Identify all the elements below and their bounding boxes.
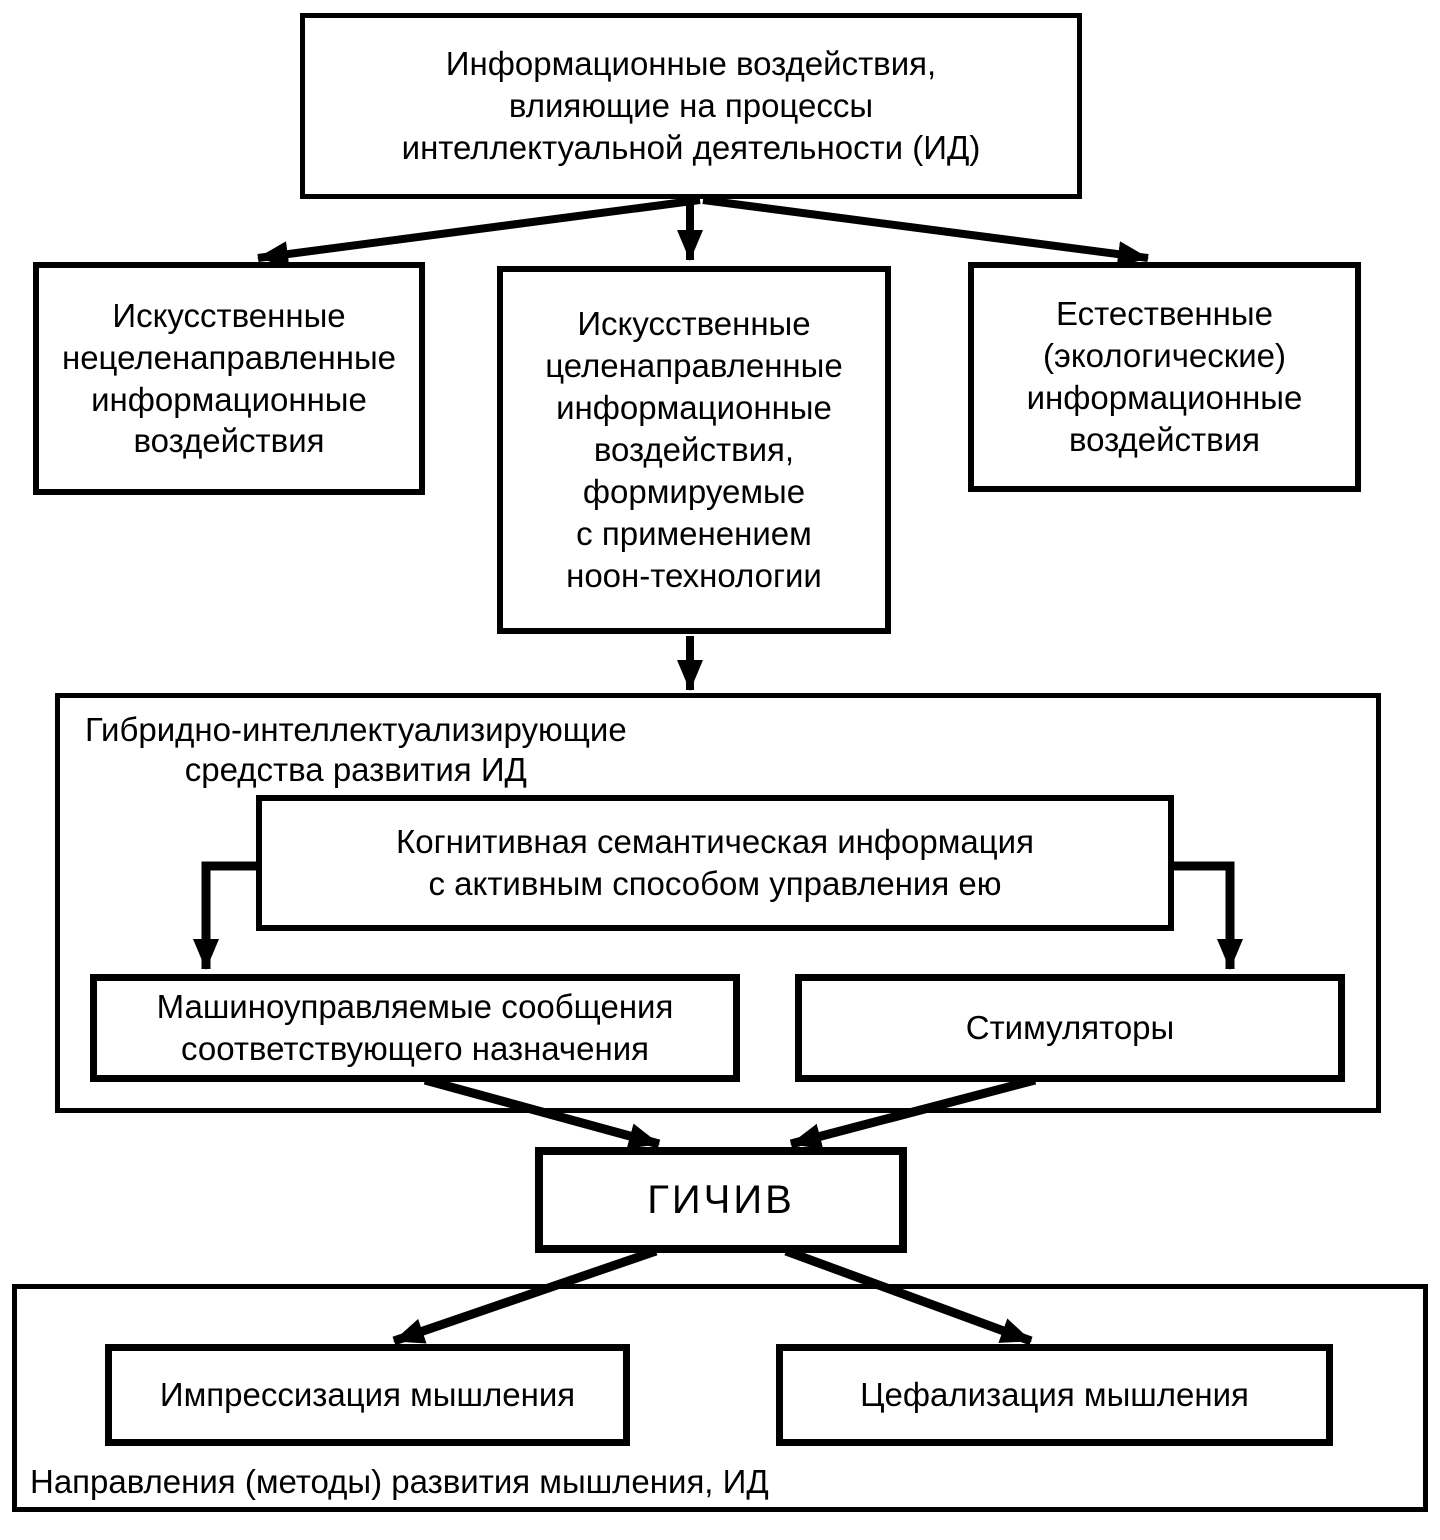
node-information-influences: Информационные воздействия, влияющие на … — [300, 13, 1082, 199]
node-artificial-nontargeted: Искусственные нецеленаправленные информа… — [33, 262, 425, 495]
arrow-top-to-left — [257, 196, 701, 267]
node-machine-controlled-messages: Машиноуправляемые сообщения соответствую… — [90, 974, 740, 1082]
node-impressization-of-thinking: Импрессизация мышления — [105, 1344, 630, 1446]
node-stimulators: Стимуляторы — [795, 974, 1345, 1082]
node-gichiv: ГИЧИВ — [535, 1147, 907, 1253]
node-natural-ecological: Естественные (экологические) информацион… — [968, 262, 1361, 492]
group-hybrid-label: Гибридно-интеллектуализирующие средства … — [85, 711, 627, 789]
arrow-top-to-right — [702, 196, 1149, 268]
node-cognitive-semantic-information: Когнитивная семантическая информация с а… — [256, 795, 1174, 931]
node-cephalization-of-thinking: Цефализация мышления — [776, 1344, 1333, 1446]
group-directions-label: Направления (методы) развития мышления, … — [30, 1463, 769, 1500]
node-artificial-targeted-noon: Искусственные целенаправленные информаци… — [497, 266, 891, 634]
